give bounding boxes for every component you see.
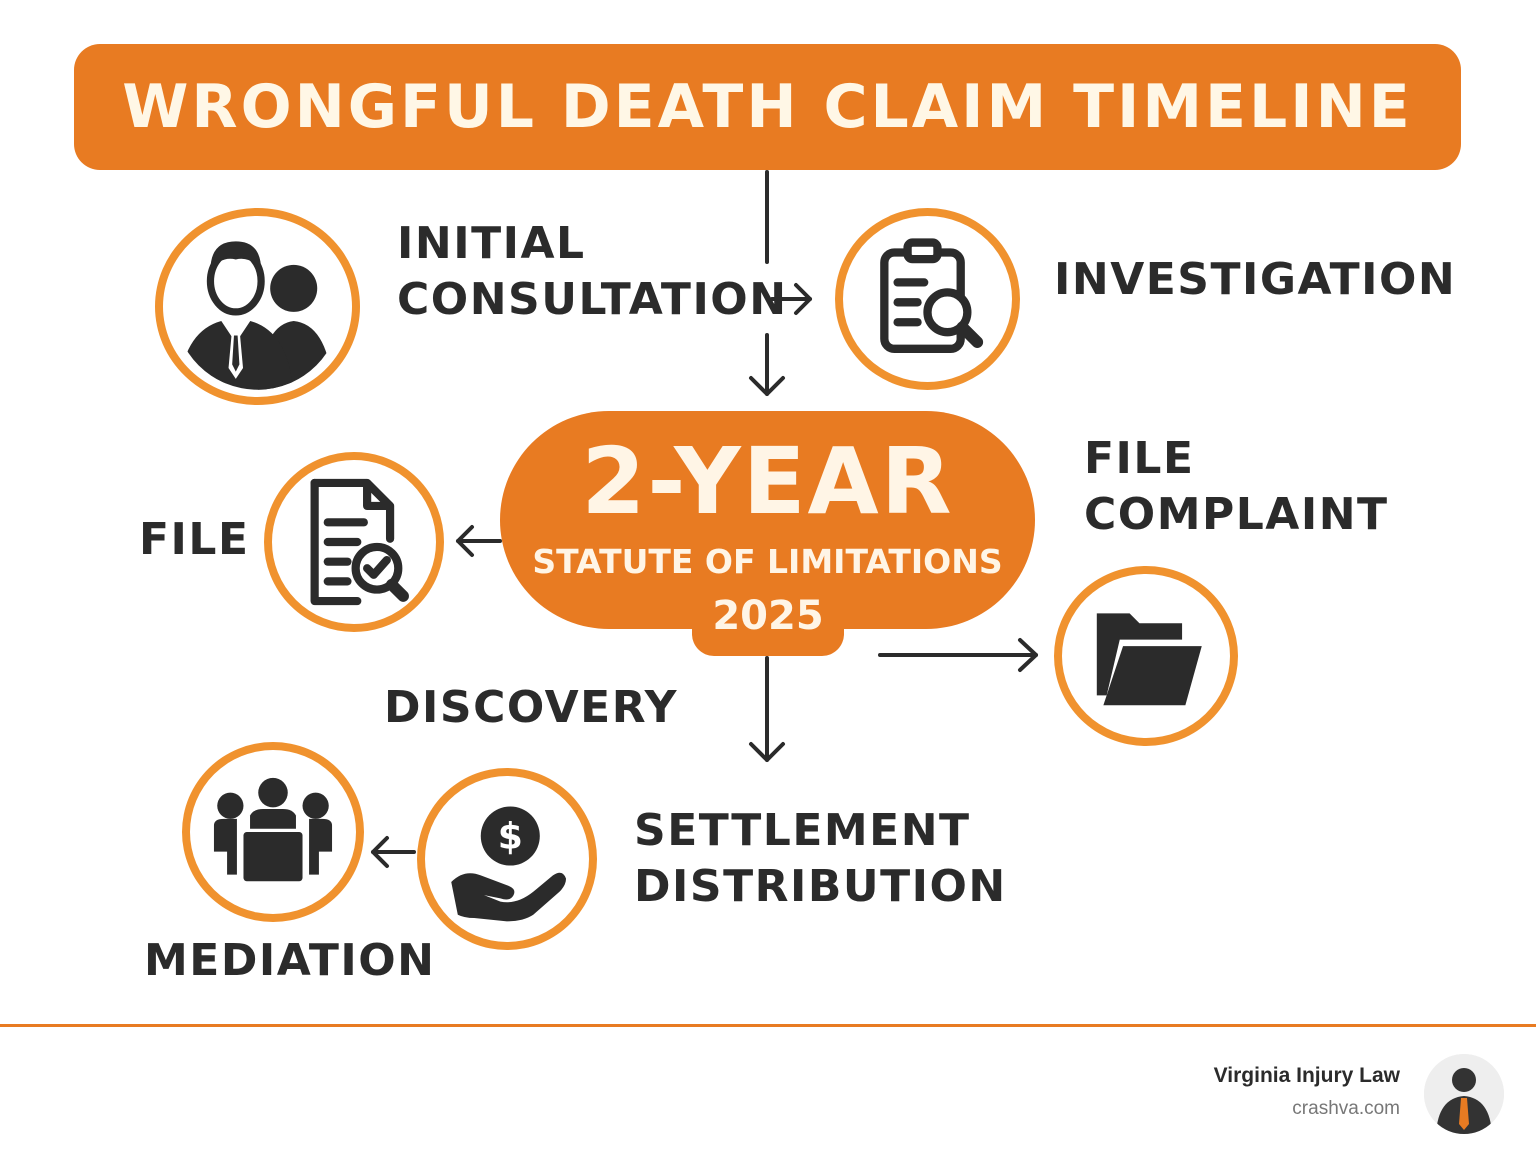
brand-logo	[1424, 1054, 1504, 1134]
mediation-circle	[182, 742, 364, 922]
statute-headline: 2-YEAR	[581, 428, 954, 535]
file-complaint-circle	[1054, 566, 1238, 746]
settlement-circle: $	[417, 768, 597, 950]
file-complaint-label: FILE COMPLAINT	[1084, 431, 1389, 543]
discovery-label: DISCOVERY	[384, 682, 679, 733]
consultation-circle	[155, 208, 360, 405]
file-label: FILE	[139, 514, 250, 565]
svg-text:$: $	[498, 816, 523, 858]
page-title: WRONGFUL DEATH CLAIM TIMELINE	[122, 72, 1413, 142]
investigation-circle	[835, 208, 1020, 390]
brand-name: Virginia Injury Law	[1213, 1064, 1400, 1087]
brand-url: crashva.com	[1292, 1098, 1400, 1119]
initial-consultation-line2: CONSULTATION	[397, 274, 788, 325]
investigation-label: INVESTIGATION	[1054, 254, 1457, 305]
meeting-icon	[213, 777, 333, 882]
initial-consultation-label: INITIAL CONSULTATION	[397, 216, 788, 328]
clipboard-search-icon	[880, 238, 984, 353]
footer-divider	[0, 1024, 1536, 1027]
file-complaint-line2: COMPLAINT	[1084, 489, 1389, 540]
folder-icon	[1096, 613, 1202, 706]
settlement-distribution-label: SETTLEMENT DISTRIBUTION	[634, 803, 1007, 915]
document-check-icon	[310, 478, 409, 606]
settlement-line2: DISTRIBUTION	[634, 861, 1007, 912]
settlement-line1: SETTLEMENT	[634, 805, 971, 856]
statute-subtitle: STATUTE OF LIMITATIONS	[532, 542, 1003, 581]
title-banner: WRONGFUL DEATH CLAIM TIMELINE	[74, 44, 1461, 170]
mediation-label: MEDIATION	[144, 935, 436, 986]
money-hand-icon: $	[451, 806, 567, 922]
people-icon	[177, 241, 334, 390]
initial-consultation-line1: INITIAL	[397, 218, 586, 269]
statute-year-tab	[692, 590, 844, 656]
file-complaint-line1: FILE	[1084, 433, 1195, 484]
statute-year: 2025	[712, 593, 824, 639]
file-circle	[264, 452, 444, 632]
lawyer-avatar-icon	[1424, 1054, 1504, 1134]
